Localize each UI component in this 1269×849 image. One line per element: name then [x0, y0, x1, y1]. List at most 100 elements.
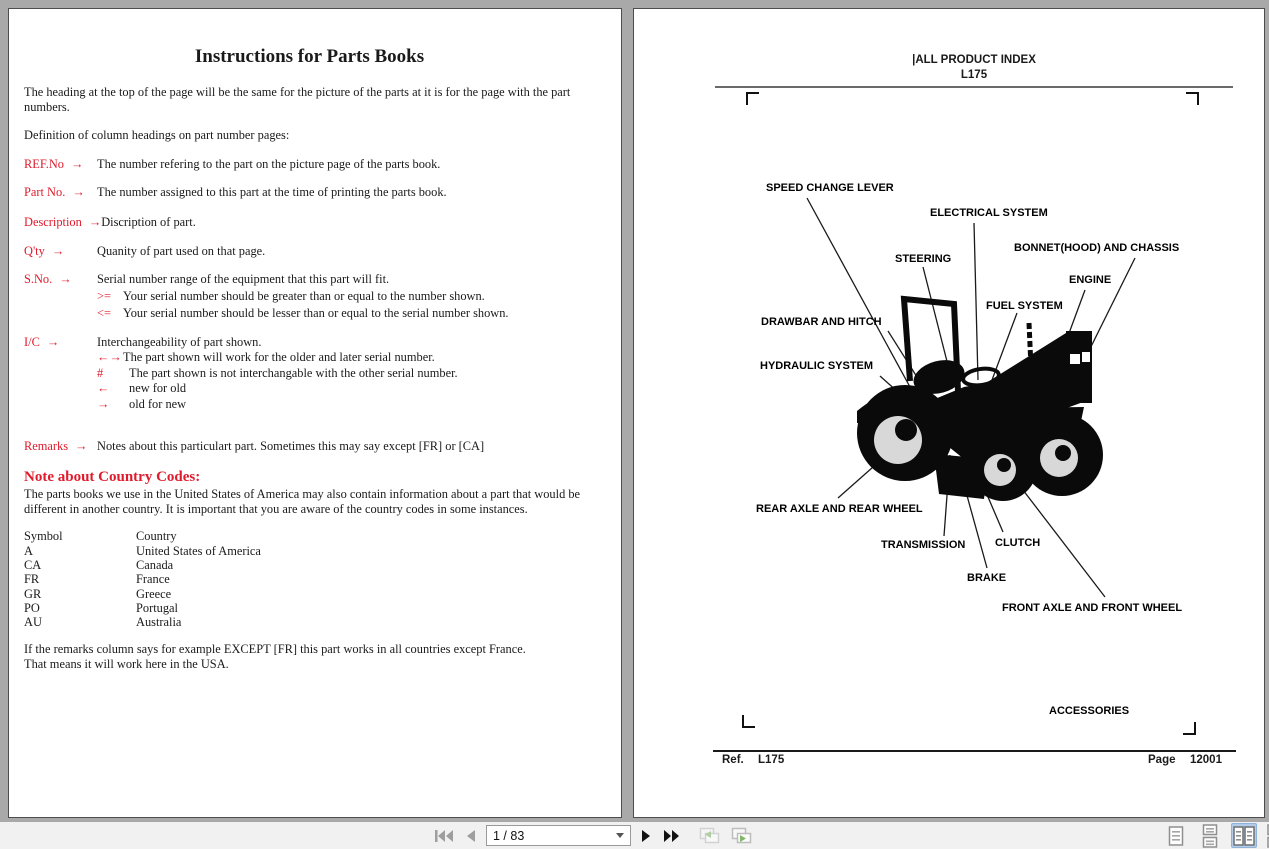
red-arrow-icon: →	[46, 334, 60, 349]
symbol-cell: FR	[24, 572, 40, 587]
footer-rule	[713, 750, 1236, 752]
header-line-1: |ALL PRODUCT INDEX	[912, 54, 1036, 66]
document-title: Instructions for Parts Books	[194, 46, 425, 67]
red-arrow-icon: →	[75, 438, 88, 453]
symbol-cell: GR	[24, 586, 42, 601]
previous-page-icon	[467, 829, 475, 842]
continuous-view-button[interactable]	[1197, 823, 1223, 848]
definition-row-sno: S.No.→ Serial number range of the equipm…	[24, 272, 595, 321]
table-row: FR France	[24, 572, 595, 586]
footer-ref-value: L175	[758, 754, 785, 766]
tractor-illustration	[806, 197, 1136, 598]
two-page-continuous-view-button[interactable]	[1265, 823, 1269, 848]
red-arrow-icon: →	[88, 214, 102, 229]
single-page-icon	[1168, 825, 1184, 846]
part-label-accessories: ACCESSORIES	[1049, 705, 1130, 717]
part-label-front-axle-and-front-wheel: FRONT AXLE AND FRONT WHEEL	[1002, 602, 1183, 614]
term-label: Q'ty	[24, 243, 45, 258]
red-arrow-icon: →	[72, 185, 85, 200]
header-line-2: L175	[960, 69, 988, 81]
crop-mark-top-right	[1186, 92, 1199, 105]
symbol-cell: AU	[24, 615, 42, 630]
ic-sub-both: ←→The part shown will work for the older…	[24, 350, 595, 365]
part-label-drawbar-and-hitch: DRAWBAR AND HITCH	[761, 316, 882, 328]
two-page-view-button[interactable]	[1231, 823, 1257, 848]
page-navigation-group: 1 / 83	[432, 822, 754, 849]
sub-text: Your serial number should be greater tha…	[123, 288, 485, 303]
sub-text: old for new	[129, 396, 187, 411]
previous-page-button[interactable]	[463, 824, 479, 847]
definition-row-description: Description → Discription of part.	[24, 215, 595, 230]
right-arrow-icon: →	[97, 396, 110, 411]
term-description: The number refering to the part on the p…	[97, 156, 441, 171]
part-label-hydraulic-system: HYDRAULIC SYSTEM	[760, 360, 874, 372]
left-arrow-icon: ←	[97, 381, 110, 396]
left-page: Instructions for Parts Books The heading…	[8, 8, 622, 818]
part-label-engine: ENGINE	[1069, 274, 1112, 286]
crop-mark-top-left	[746, 92, 759, 105]
sno-sub-ge: >=Your serial number should be greater t…	[24, 288, 595, 304]
crop-mark-bottom-left	[742, 715, 755, 728]
term-description: The number assigned to this part at the …	[97, 185, 447, 200]
ic-sub-old-for-new: → old for new	[24, 397, 595, 412]
definition-row-ic: I/C→ Interchangeability of part shown. ←…	[24, 335, 595, 412]
tractor-silhouette	[857, 295, 1103, 501]
sno-sub-le: <= Your serial number should be lesser th…	[24, 305, 595, 321]
term-description: Serial number range of the equipment tha…	[97, 272, 390, 287]
less-equal-symbol: <=	[97, 306, 111, 321]
last-page-button[interactable]	[661, 824, 684, 847]
term-description: Discription of part.	[101, 214, 196, 229]
country-header: Country	[136, 529, 177, 544]
term-label: Description	[24, 214, 82, 229]
first-page-button[interactable]	[432, 824, 456, 847]
crop-mark-bottom-right	[1183, 722, 1196, 735]
right-page: |ALL PRODUCT INDEX L175	[633, 8, 1265, 818]
country-cell: France	[136, 572, 170, 587]
definition-row-qty: Q'ty→ Quanity of part used on that page.	[24, 244, 595, 259]
country-cell: United States of America	[136, 543, 261, 558]
header-rule	[715, 86, 1233, 88]
part-label-transmission: TRANSMISSION	[881, 539, 966, 551]
next-page-icon	[642, 829, 650, 842]
symbol-cell: CA	[24, 557, 42, 572]
page-indicator: 1 / 83	[493, 828, 525, 843]
definition-row-partno: Part No.→ The number assigned to this pa…	[24, 185, 595, 200]
intro-paragraph: The heading at the top of the page will …	[24, 85, 571, 114]
single-page-view-button[interactable]	[1163, 823, 1189, 848]
page-number-combobox[interactable]: 1 / 83	[486, 825, 631, 846]
definition-heading: Definition of column headings on part nu…	[24, 128, 290, 143]
part-label-fuel-system: FUEL SYSTEM	[986, 300, 1063, 312]
term-label: I/C	[24, 334, 40, 349]
sub-text: Your serial number should be lesser than…	[123, 306, 509, 321]
closing-line-2: That means it will work here in the USA.	[24, 656, 229, 671]
sub-text: The part shown is not interchangable wit…	[129, 365, 458, 380]
previous-view-button[interactable]	[697, 824, 722, 847]
definition-row-refno: REF.No→ The number refering to the part …	[24, 157, 595, 172]
viewer-toolbar: 1 / 83	[0, 822, 1269, 849]
next-view-button[interactable]	[729, 824, 754, 847]
symbol-header: Symbol	[24, 529, 63, 544]
part-label-speed-change-lever: SPEED CHANGE LEVER	[766, 182, 894, 194]
hash-symbol: #	[97, 365, 104, 380]
next-page-button[interactable]	[638, 824, 654, 847]
facing-pages-icon	[1233, 825, 1255, 846]
first-page-icon	[435, 829, 453, 842]
country-codes-heading: Note about Country Codes:	[24, 469, 201, 486]
country-cell: Greece	[136, 586, 172, 601]
part-label-brake: BRAKE	[967, 572, 1007, 584]
term-label: S.No.	[24, 272, 53, 287]
country-cell: Canada	[136, 557, 174, 572]
footer-page-label: Page	[1148, 754, 1176, 766]
term-label: REF.No	[24, 156, 64, 171]
symbol-cell: PO	[24, 600, 40, 615]
closing-line-1: If the remarks column says for example E…	[24, 642, 526, 657]
table-header-row: Symbol Country	[24, 529, 595, 543]
left-right-arrow-icon: ←→	[97, 350, 122, 365]
last-page-icon	[664, 829, 679, 842]
country-codes-paragraph: The parts books we use in the United Sta…	[24, 487, 581, 516]
ic-sub-new-for-old: ←new for old	[24, 381, 595, 396]
term-description: Quanity of part used on that page.	[97, 243, 266, 258]
